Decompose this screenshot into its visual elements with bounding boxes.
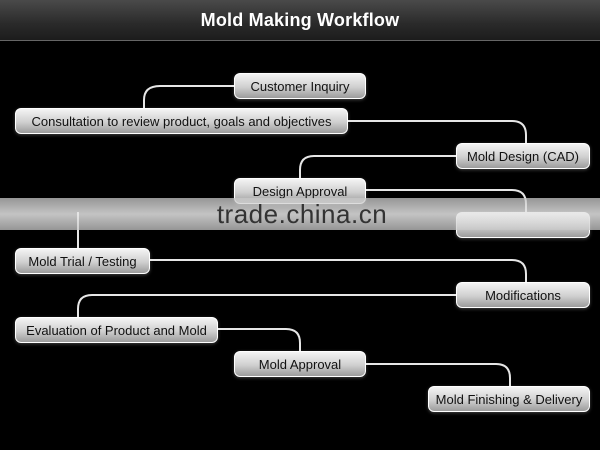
connector-inquiry-consultation bbox=[143, 85, 234, 108]
title-bar: Mold Making Workflow bbox=[0, 0, 600, 41]
page-title: Mold Making Workflow bbox=[200, 9, 400, 30]
watermark-text: trade.china.cn bbox=[216, 198, 388, 229]
node-label: Mold Trial / Testing bbox=[28, 253, 137, 269]
connector-trial-modifications bbox=[150, 259, 527, 282]
node-label: Mold Finishing & Delivery bbox=[435, 391, 583, 407]
connector-approval-finishing bbox=[366, 363, 511, 386]
watermark-band bbox=[0, 198, 600, 230]
node-mold-design: Mold Design (CAD) bbox=[456, 143, 590, 169]
node-label: Consultation to review product, goals an… bbox=[31, 113, 332, 129]
node-label: Modifications bbox=[485, 287, 561, 303]
node-label: Mold Approval bbox=[258, 356, 342, 372]
node-mold-finishing: Mold Finishing & Delivery bbox=[428, 386, 590, 412]
node-consultation: Consultation to review product, goals an… bbox=[15, 108, 348, 134]
node-modifications: Modifications bbox=[456, 282, 590, 308]
node-mold-trial: Mold Trial / Testing bbox=[15, 248, 150, 274]
node-label: Evaluation of Product and Mold bbox=[26, 322, 207, 338]
connector-consultation-design bbox=[348, 120, 527, 143]
connector-design-approval bbox=[299, 155, 456, 178]
node-evaluation: Evaluation of Product and Mold bbox=[15, 317, 218, 343]
node-label: Design Approval bbox=[252, 183, 348, 199]
node-customer-inquiry: Customer Inquiry bbox=[234, 73, 366, 99]
node-label: Mold Design (CAD) bbox=[467, 148, 579, 164]
connector-modifications-evaluation bbox=[77, 294, 456, 317]
node-label: Customer Inquiry bbox=[250, 78, 350, 94]
node-mold-approval: Mold Approval bbox=[234, 351, 366, 377]
connector-evaluation-approval bbox=[218, 328, 301, 351]
